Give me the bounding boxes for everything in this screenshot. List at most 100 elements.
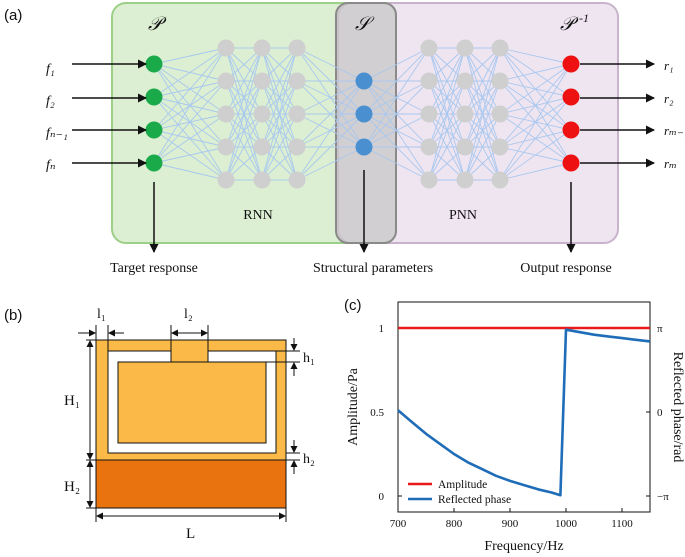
network-edge bbox=[261, 47, 298, 148]
network-edge bbox=[153, 47, 227, 131]
network-edge bbox=[464, 47, 501, 148]
output-node bbox=[562, 88, 580, 106]
y-axis-label: Amplitude/Pa bbox=[346, 367, 361, 446]
network-edge bbox=[261, 47, 298, 115]
network-edge bbox=[499, 162, 572, 181]
network-edge bbox=[499, 63, 572, 115]
rnn-hidden-node bbox=[253, 138, 271, 156]
pnn-hidden-node bbox=[420, 138, 438, 156]
output-label-rm-1: rₘ₋₁ bbox=[664, 123, 685, 138]
pnn-hidden-node bbox=[420, 105, 438, 123]
network-edge bbox=[499, 63, 572, 82]
input-node bbox=[145, 154, 163, 172]
network-nodes bbox=[145, 39, 580, 189]
pnn-hidden-node bbox=[491, 138, 509, 156]
network-edges bbox=[153, 47, 572, 181]
y2-tick-label: −π bbox=[657, 491, 669, 503]
dimension-lines bbox=[78, 325, 300, 522]
pnn-hidden-node bbox=[491, 39, 509, 57]
network-edge bbox=[153, 146, 227, 164]
input-node bbox=[145, 121, 163, 139]
network-edge bbox=[153, 47, 227, 164]
network-edge bbox=[363, 146, 430, 181]
network-edge bbox=[499, 96, 572, 181]
network-edge bbox=[296, 47, 365, 82]
panel-a: (a) 𝒫 𝒮 𝒫 -1 RNN PNN f₁ f₂ fₙ₋₁ fₙ r bbox=[4, 2, 685, 276]
network-edge bbox=[428, 80, 466, 181]
y-tick-label: 0 bbox=[379, 491, 385, 503]
dim-h1: h₁ bbox=[303, 351, 315, 366]
rnn-hidden-node bbox=[217, 105, 235, 123]
rnn-hidden-node bbox=[288, 138, 306, 156]
rnn-hidden-node bbox=[253, 72, 271, 90]
network-edge bbox=[363, 47, 430, 115]
network-edge bbox=[428, 47, 466, 115]
rnn-hidden-node bbox=[288, 105, 306, 123]
network-edge bbox=[464, 80, 501, 181]
network-edge bbox=[225, 47, 263, 148]
x-tick-label: 1100 bbox=[611, 518, 633, 530]
output-label-rm: rₘ bbox=[664, 156, 677, 171]
panel-b-label: (b) bbox=[4, 307, 22, 324]
rnn-hidden-node bbox=[253, 171, 271, 189]
structural-parameters-label: Structural parameters bbox=[313, 261, 433, 276]
network-edge bbox=[428, 47, 466, 181]
legend-label: Reflected phase bbox=[438, 494, 511, 506]
reflected-phase-line bbox=[397, 328, 651, 497]
output-node bbox=[562, 154, 580, 172]
y2-axis-label: Reflected phase/rad bbox=[670, 352, 685, 463]
network-edge bbox=[464, 47, 501, 115]
network-edge bbox=[363, 113, 430, 148]
y2-tick-label: π bbox=[657, 323, 663, 335]
network-edge bbox=[296, 80, 365, 181]
network-edge bbox=[499, 63, 572, 181]
network-edge bbox=[261, 113, 298, 181]
structural-node bbox=[355, 138, 373, 156]
dim-L: L bbox=[186, 526, 195, 542]
rnn-label: RNN bbox=[243, 208, 273, 223]
rnn-hidden-node bbox=[253, 39, 271, 57]
network-edge bbox=[153, 47, 227, 98]
network-edge bbox=[499, 63, 572, 148]
network-edge bbox=[499, 129, 572, 181]
legend-label: Amplitude bbox=[438, 479, 487, 491]
network-edge bbox=[153, 162, 227, 181]
input-arrows bbox=[72, 59, 147, 168]
network-edge bbox=[153, 113, 227, 164]
rnn-hidden-node bbox=[217, 171, 235, 189]
y-tick-label: 0.5 bbox=[370, 407, 384, 419]
pnn-label: PNN bbox=[449, 208, 477, 223]
input-label-f1: f₁ bbox=[46, 62, 55, 77]
structural-node bbox=[355, 105, 373, 123]
plot-frame bbox=[397, 301, 651, 513]
network-edge bbox=[261, 47, 298, 181]
panel-c-label: (c) bbox=[344, 297, 362, 314]
network-edge bbox=[363, 80, 430, 148]
network-edge bbox=[464, 47, 501, 181]
pnn-hidden-node bbox=[456, 138, 474, 156]
network-edge bbox=[153, 47, 227, 65]
pnn-hidden-node bbox=[456, 39, 474, 57]
dim-H1: H₁ bbox=[64, 393, 80, 409]
rnn-hidden-node bbox=[217, 138, 235, 156]
pnn-hidden-node bbox=[491, 171, 509, 189]
network-edge bbox=[428, 113, 466, 181]
network-edge bbox=[225, 113, 263, 181]
panel-a-label: (a) bbox=[4, 7, 22, 24]
network-edge bbox=[225, 47, 263, 115]
network-edge bbox=[363, 47, 430, 82]
input-node bbox=[145, 88, 163, 106]
x-tick-label: 800 bbox=[446, 518, 463, 530]
network-edge bbox=[296, 146, 365, 181]
rnn-hidden-node bbox=[217, 39, 235, 57]
pnn-hidden-node bbox=[491, 105, 509, 123]
dim-l2: l₂ bbox=[184, 307, 193, 322]
network-edge bbox=[261, 80, 298, 181]
output-label-r2: r₂ bbox=[664, 91, 674, 106]
target-response-label: Target response bbox=[110, 261, 198, 276]
dim-H2: H₂ bbox=[64, 479, 80, 495]
rnn-hidden-node bbox=[288, 171, 306, 189]
